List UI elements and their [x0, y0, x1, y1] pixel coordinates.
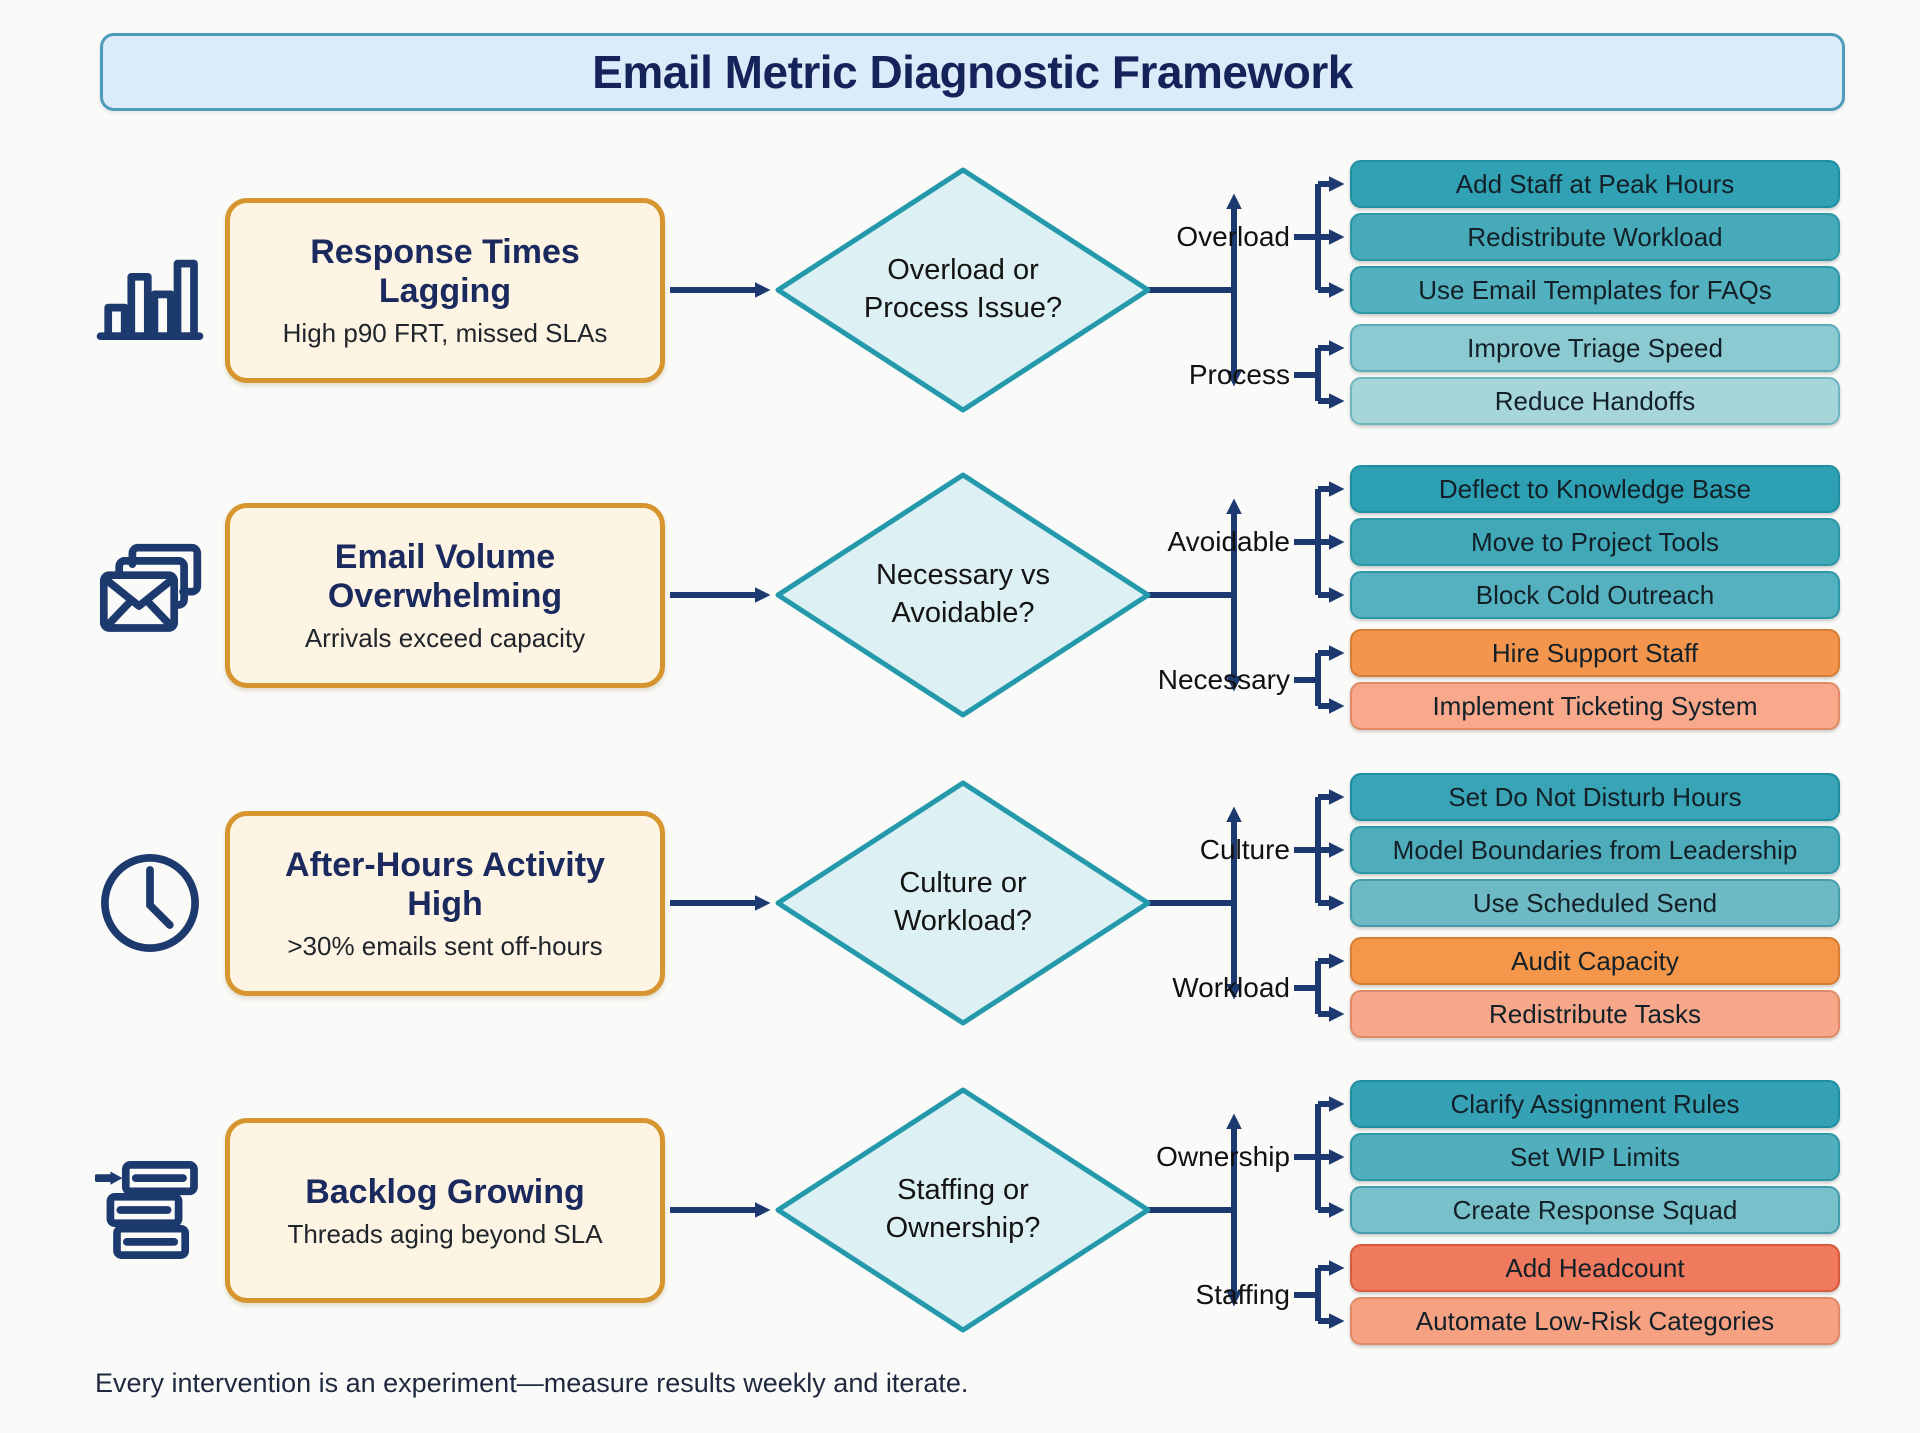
- branch-label-top: Ownership: [1156, 1141, 1290, 1172]
- action-item: Use Email Templates for FAQs: [1350, 266, 1840, 314]
- action-item: Deflect to Knowledge Base: [1350, 465, 1840, 513]
- problem-title: After-Hours Activity High: [285, 846, 605, 924]
- decision-question: Staffing or Ownership?: [885, 1174, 1041, 1244]
- action-item: Set WIP Limits: [1350, 1133, 1840, 1181]
- decision-question: Culture or Workload?: [893, 867, 1033, 937]
- problem-subtitle: Threads aging beyond SLA: [287, 1218, 603, 1249]
- action-item: Move to Project Tools: [1350, 518, 1840, 566]
- branch-label-bottom: Staffing: [1195, 1279, 1290, 1310]
- action-item: Reduce Handoffs: [1350, 377, 1840, 425]
- problem-title: Response Times Lagging: [310, 233, 580, 311]
- action-item: Add Staff at Peak Hours: [1350, 160, 1840, 208]
- problem-title: Backlog Growing: [305, 1172, 585, 1211]
- action-item: Redistribute Workload: [1350, 213, 1840, 261]
- diagnostic-row-backlog: Backlog Growing Threads aging beyond SLA…: [0, 1075, 1920, 1345]
- page-title: Email Metric Diagnostic Framework: [592, 46, 1353, 98]
- action-item: Block Cold Outreach: [1350, 571, 1840, 619]
- branch-label-top: Avoidable: [1167, 526, 1290, 557]
- footnote: Every intervention is an experiment—meas…: [95, 1368, 969, 1398]
- branch-label-bottom: Process: [1188, 359, 1290, 390]
- title-banner: Email Metric Diagnostic Framework: [100, 33, 1845, 111]
- action-item: Clarify Assignment Rules: [1350, 1080, 1840, 1128]
- envelopes-icon: [95, 540, 205, 650]
- action-item: Use Scheduled Send: [1350, 879, 1840, 927]
- action-item: Set Do Not Disturb Hours: [1350, 773, 1840, 821]
- branch-label-bottom: Necessary: [1157, 664, 1290, 695]
- action-item: Create Response Squad: [1350, 1186, 1840, 1234]
- diagnostic-row-email-volume: Email Volume Overwhelming Arrivals excee…: [0, 460, 1920, 730]
- bar-chart-icon: [95, 235, 205, 345]
- action-item: Add Headcount: [1350, 1244, 1840, 1292]
- problem-card: Backlog Growing Threads aging beyond SLA: [225, 1118, 665, 1303]
- problem-subtitle: Arrivals exceed capacity: [304, 623, 586, 654]
- problem-title: Email Volume Overwhelming: [327, 538, 563, 616]
- action-item: Hire Support Staff: [1350, 629, 1840, 677]
- clock-icon: [95, 848, 205, 958]
- problem-card: Response Times Lagging High p90 FRT, mis…: [225, 198, 665, 383]
- decision-question: Overload or Process Issue?: [863, 254, 1063, 324]
- problem-card: Email Volume Overwhelming Arrivals excee…: [225, 503, 665, 688]
- problem-card: After-Hours Activity High >30% emails se…: [225, 811, 665, 996]
- action-item: Automate Low-Risk Categories: [1350, 1297, 1840, 1345]
- diagnostic-row-after-hours: After-Hours Activity High >30% emails se…: [0, 768, 1920, 1038]
- action-item: Model Boundaries from Leadership: [1350, 826, 1840, 874]
- problem-subtitle: High p90 FRT, missed SLAs: [282, 318, 608, 349]
- action-item: Audit Capacity: [1350, 937, 1840, 985]
- decision-question: Necessary vs Avoidable?: [875, 559, 1051, 629]
- problem-subtitle: >30% emails sent off-hours: [287, 931, 603, 962]
- branch-label-bottom: Workload: [1172, 972, 1290, 1003]
- action-item: Implement Ticketing System: [1350, 682, 1840, 730]
- branch-label-top: Culture: [1199, 834, 1290, 865]
- action-item: Redistribute Tasks: [1350, 990, 1840, 1038]
- backlog-icon: [93, 1155, 205, 1265]
- action-item: Improve Triage Speed: [1350, 324, 1840, 372]
- branch-label-top: Overload: [1176, 221, 1290, 252]
- diagnostic-row-response-times: Response Times Lagging High p90 FRT, mis…: [0, 155, 1920, 425]
